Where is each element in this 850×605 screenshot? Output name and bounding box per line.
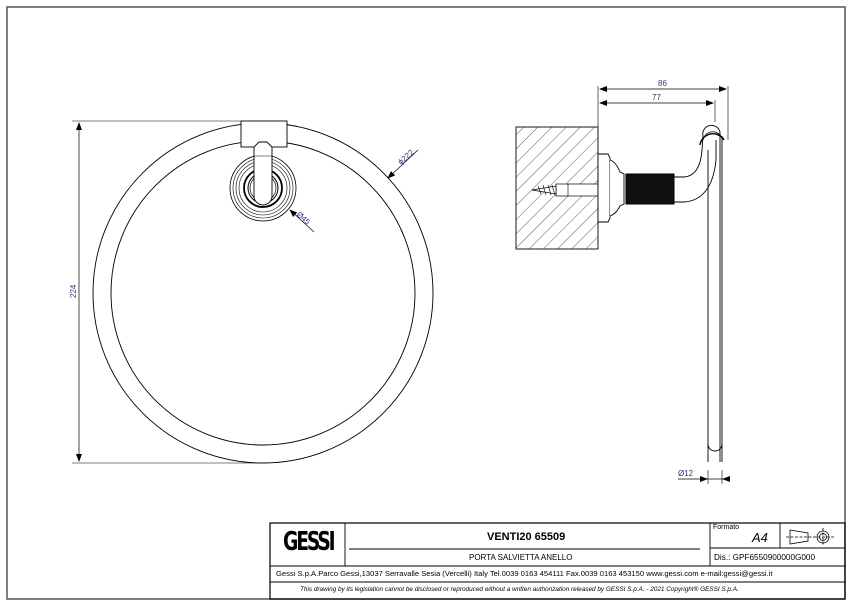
flange-diameter-label: Ø45 (295, 210, 313, 227)
flange-diameter-leader (289, 209, 315, 233)
ring-diameter-leader (387, 149, 419, 179)
support-arm (253, 141, 273, 206)
knurled-sleeve (625, 173, 675, 205)
format-label: Formato (713, 524, 740, 531)
product-code: VENTI20 65509 (487, 531, 566, 543)
height-dimension-label: 224 (69, 284, 78, 298)
ring-diameter-label: ϕ222 (396, 148, 416, 167)
title-block-frame (269, 522, 846, 600)
company-info: Gessi S.p.A.Parco Gessi,13037 Serravalle… (276, 569, 773, 578)
side-arm (674, 135, 717, 203)
side-flange (597, 153, 611, 223)
towel-bar (702, 124, 721, 462)
total-projection-label: 86 (658, 79, 667, 88)
side-view: 86 77 Ø12 (515, 79, 730, 484)
drawing-number: Dis.: GPF6550900000G000 (714, 553, 816, 562)
product-description: PORTA SALVIETTA ANELLO (469, 553, 573, 562)
format-value: A4 (752, 530, 768, 545)
bar-diameter-label: Ø12 (678, 469, 694, 478)
legal-notice: This drawing by its legislation cannot b… (300, 586, 739, 593)
first-angle-projection-icon (786, 528, 834, 546)
axis-projection-label: 77 (652, 93, 661, 102)
sheet-frame (6, 6, 846, 600)
front-view: ϕ222 Ø45 224 (69, 120, 434, 464)
gessi-logo: GESSI (283, 527, 336, 557)
